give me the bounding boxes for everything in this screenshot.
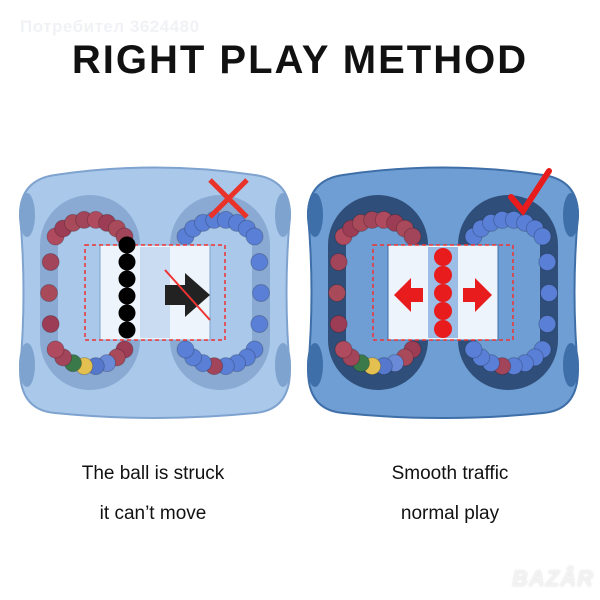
ball: [41, 253, 60, 272]
side-grip: [275, 343, 291, 387]
arrow-left-icon: [394, 278, 423, 312]
side-grip: [563, 343, 579, 387]
side-grip: [563, 193, 579, 237]
arrow-right-icon: [463, 278, 492, 312]
logo: BAZÂR: [512, 566, 594, 591]
black-ball: [118, 287, 136, 305]
ball: [176, 340, 195, 359]
toy-wrong-method: [18, 166, 292, 419]
check-icon: [508, 168, 552, 216]
ball: [334, 340, 353, 359]
cross-stroke: [208, 178, 249, 219]
ball: [403, 227, 422, 246]
side-grip: [307, 343, 323, 387]
highlight-box: [372, 244, 514, 341]
ball: [250, 314, 269, 333]
ball: [538, 253, 557, 272]
ball: [328, 284, 346, 302]
red-ball: [434, 320, 452, 338]
ball: [245, 227, 264, 246]
toy-right-method: [306, 166, 580, 419]
red-ball: [434, 284, 452, 302]
cross-icon: [208, 178, 249, 219]
side-grip: [19, 193, 35, 237]
right-caption-line1: Smooth traffic: [391, 463, 509, 484]
ball: [538, 314, 557, 333]
side-grip: [19, 343, 35, 387]
ball: [252, 284, 270, 302]
left-caption-line1: The ball is struck: [81, 463, 225, 484]
ball: [46, 340, 65, 359]
black-ball: [118, 253, 136, 271]
ball: [533, 227, 552, 246]
left-caption-line2: it can’t move: [99, 503, 207, 524]
black-ball: [118, 321, 136, 339]
ball: [540, 284, 558, 302]
ball: [250, 253, 269, 272]
highlight-box: [84, 244, 226, 341]
strike-line: [164, 269, 211, 321]
ball: [40, 284, 58, 302]
right-caption-line2: normal play: [400, 503, 500, 524]
black-ball: [118, 270, 136, 288]
red-ball: [434, 248, 452, 266]
black-ball: [118, 236, 136, 254]
ball: [329, 314, 348, 333]
side-grip: [275, 193, 291, 237]
ball: [329, 253, 348, 272]
red-ball: [434, 266, 452, 284]
page-title: RIGHT PLAY METHOD: [71, 38, 529, 82]
ball: [41, 314, 60, 333]
black-ball: [118, 304, 136, 322]
red-ball: [434, 302, 452, 320]
watermark: Потребител 3624480: [20, 17, 200, 36]
ball: [464, 340, 483, 359]
side-grip: [307, 193, 323, 237]
